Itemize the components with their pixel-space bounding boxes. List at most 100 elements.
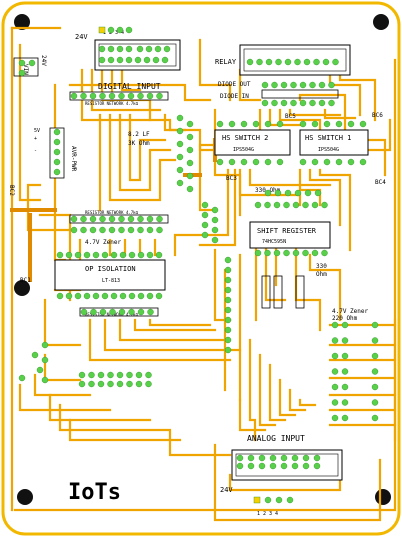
resistor-pad xyxy=(264,189,272,197)
via-pad xyxy=(201,231,209,239)
resistor-pad xyxy=(304,189,312,197)
via-pad xyxy=(224,256,232,264)
resistor-network-pad xyxy=(78,371,86,379)
op-isolation-pad xyxy=(92,251,100,259)
led-pad xyxy=(186,172,194,180)
op-isolation-pad xyxy=(83,251,91,259)
zener-right-pad xyxy=(331,383,339,391)
shift-register-pad xyxy=(283,249,290,257)
op-isolation-pad xyxy=(146,292,154,300)
resistor-pad xyxy=(294,189,302,197)
resistor-network-pad xyxy=(78,380,86,388)
shift-register-pad xyxy=(273,201,281,209)
diode-pad xyxy=(280,81,288,89)
analog-input-pad xyxy=(258,454,266,462)
hs-switch-pad xyxy=(276,120,284,128)
analog-input-pad xyxy=(258,462,266,470)
zener-pad xyxy=(137,215,144,223)
diode-pad xyxy=(261,99,269,107)
via-pad xyxy=(201,211,209,219)
label-shift-ic: 74HC595N xyxy=(262,239,286,245)
led-pad xyxy=(176,153,184,161)
led-pad xyxy=(176,179,184,187)
zener-right-pad xyxy=(371,368,379,375)
label-pwr-b: + xyxy=(34,136,37,142)
label-relay: RELAY xyxy=(215,58,237,66)
diode-pad xyxy=(328,81,335,89)
diode-pad xyxy=(271,81,278,89)
avr-power-pad xyxy=(53,168,61,176)
analog-input-pin xyxy=(275,496,283,504)
resistor-network-pad xyxy=(118,308,126,316)
digital-input-pad xyxy=(116,56,124,64)
label-bc2: BC2 xyxy=(8,185,15,196)
zener-pad xyxy=(70,226,78,234)
zener-right-pad xyxy=(371,352,379,360)
relay-pad xyxy=(256,58,263,66)
zener-pad xyxy=(118,215,125,223)
digital-input-pin xyxy=(116,26,124,34)
digital-input-pad xyxy=(152,56,160,64)
shift-register-pad xyxy=(321,201,328,209)
label-24v-bottom: 24V xyxy=(220,486,233,494)
resistor-pad xyxy=(284,189,292,197)
label-24v-top: 24V xyxy=(75,33,88,41)
relay-pad xyxy=(313,58,320,66)
fan-out-pad xyxy=(41,376,49,384)
shift-register-pad xyxy=(302,201,309,209)
resistor-network-pad xyxy=(137,308,145,316)
relay-pad xyxy=(303,58,311,66)
hs-switch-pad xyxy=(252,158,260,166)
mounting-hole-bottom-left xyxy=(17,489,33,505)
label-r330-b: 330 xyxy=(316,263,327,270)
hs-switch-pad xyxy=(347,120,355,128)
shift-register-pad xyxy=(292,201,300,209)
relay-pad xyxy=(265,58,273,66)
label-zener-right: 4.7V Zener xyxy=(332,308,369,315)
via-pad xyxy=(211,206,219,214)
op-isolation-pad xyxy=(101,292,109,300)
zener-right-pad xyxy=(331,368,339,375)
label-op-ic: LT-813 xyxy=(102,278,120,284)
hs-switch-pad xyxy=(299,120,307,128)
via-pad xyxy=(201,221,209,229)
hs-switch-pad xyxy=(323,158,331,166)
diode-pad xyxy=(309,99,316,107)
led-pad xyxy=(176,114,184,122)
label-op-isolation: OP ISOLATION xyxy=(85,265,136,273)
hs-switch-pad xyxy=(347,158,355,166)
hs-switch-pad xyxy=(359,120,367,128)
via-pad xyxy=(211,236,219,244)
zener-pad xyxy=(80,215,87,223)
vin-pad xyxy=(18,59,26,67)
zener-pad xyxy=(156,215,163,223)
pads-layer xyxy=(18,26,379,504)
vin-pad xyxy=(28,59,36,67)
hs-switch-pad xyxy=(276,158,284,166)
resistor-network-pad xyxy=(156,92,163,100)
hs-switch-pad xyxy=(359,158,367,166)
relay-pad xyxy=(332,58,339,66)
digital-input-pin xyxy=(125,26,133,34)
digital-input-pad xyxy=(163,45,171,53)
led-pad xyxy=(176,166,184,174)
digital-input-pad xyxy=(107,45,115,53)
diode-pad xyxy=(299,99,307,107)
via-pad xyxy=(224,306,232,314)
hs-switch-pad xyxy=(311,120,319,128)
zener-right-pad xyxy=(341,368,349,375)
analog-input-pad xyxy=(269,462,277,470)
via-pad xyxy=(224,266,232,274)
label-resistor-network-2: RESISTOR NETWORK 4.7kΩ xyxy=(85,210,139,215)
shift-register-pad xyxy=(273,249,281,257)
analog-input-pad xyxy=(313,462,321,470)
zener-right-pad xyxy=(371,337,379,344)
label-bc3: BC3 xyxy=(226,175,237,182)
mounting-hole-mid-left xyxy=(14,280,30,296)
label-pwr-c: - xyxy=(34,148,37,154)
resistor-network-pad xyxy=(126,371,133,379)
op-isolation-pad xyxy=(92,292,100,300)
vin-pad xyxy=(18,69,26,77)
analog-input-pin xyxy=(264,496,272,504)
digital-input-pad xyxy=(107,56,115,64)
